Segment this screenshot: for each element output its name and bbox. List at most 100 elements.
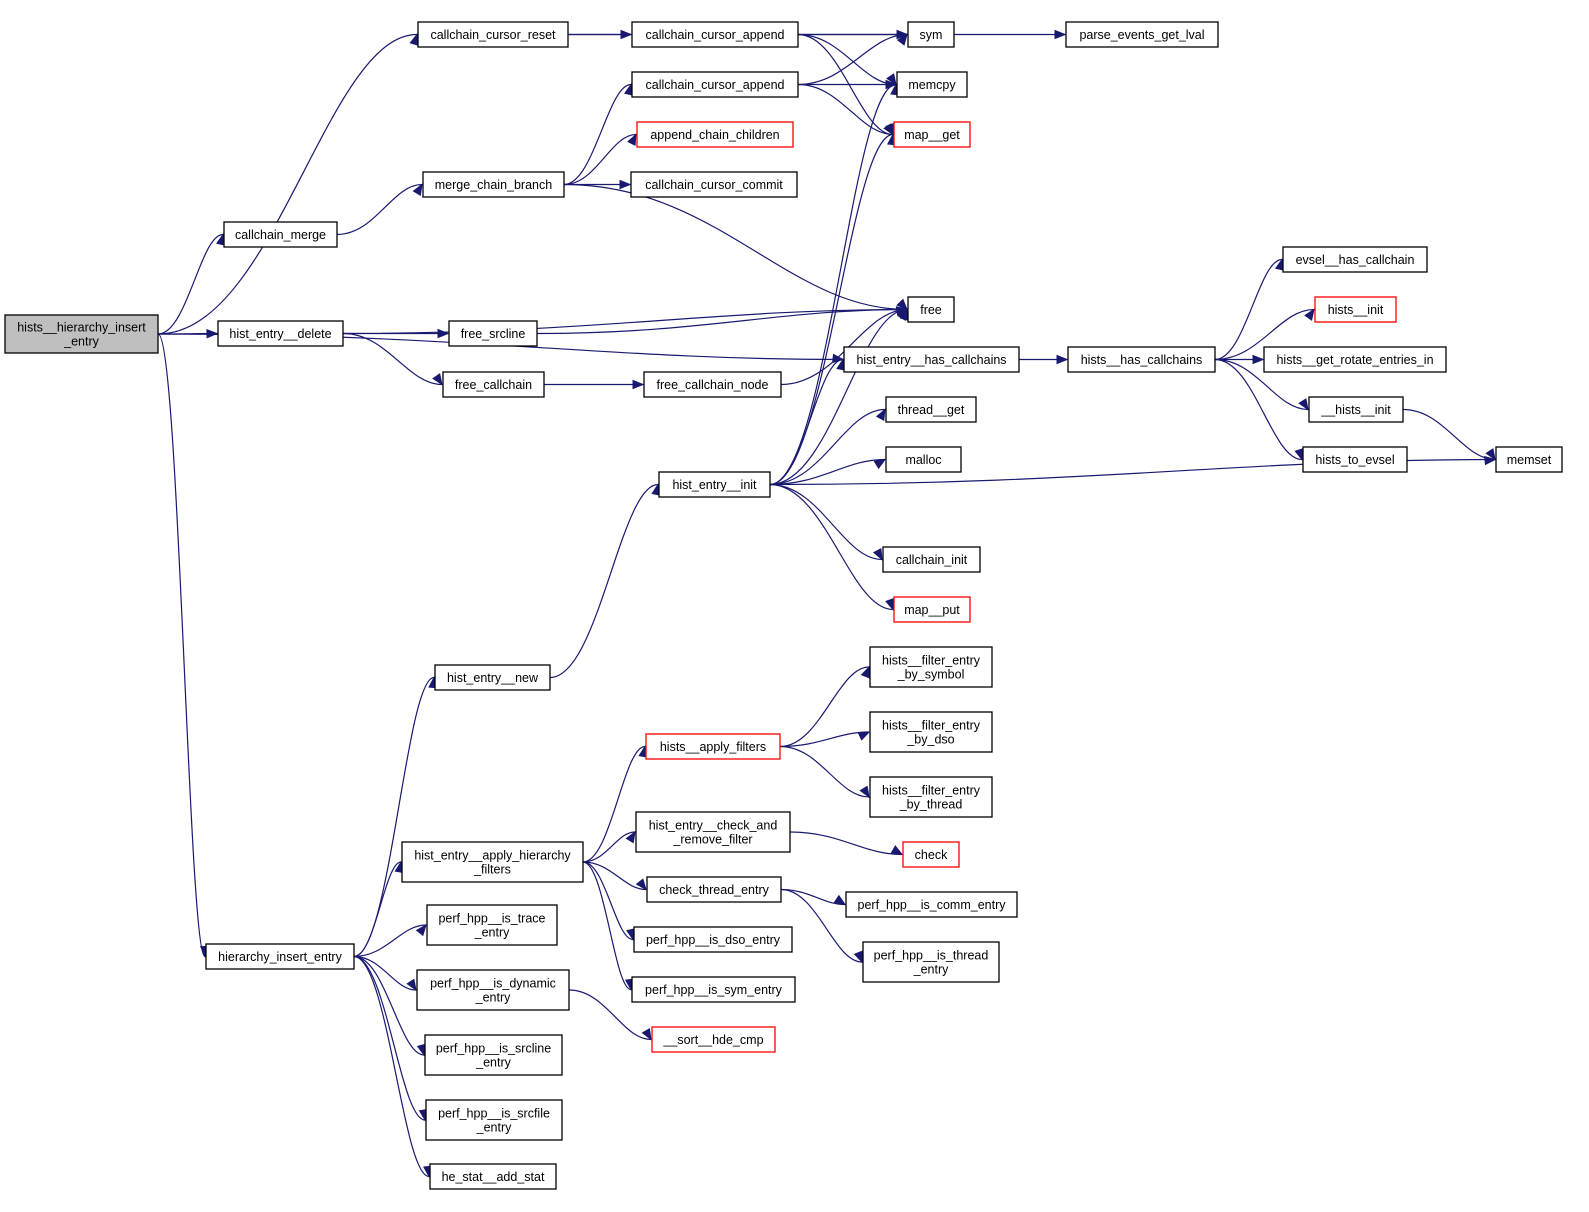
node-label: hists__get_rotate_entries_in <box>1276 353 1433 367</box>
edge-hhascc-to-histsinit <box>1214 308 1315 361</box>
node-issym[interactable]: perf_hpp__is_sym_entry <box>631 976 796 1003</box>
node-rotate[interactable]: hists__get_rotate_entries_in <box>1263 346 1447 373</box>
node-sorthde[interactable]: __sort__hde_cmp <box>651 1026 776 1053</box>
node-evselhascc[interactable]: evsel__has_callchain <box>1282 246 1428 273</box>
node-tovsel[interactable]: hists_to_evsel <box>1302 446 1408 473</box>
node-box <box>631 21 799 48</box>
node-box <box>646 876 782 903</box>
edge-hierinsert-to-isdynamic <box>353 955 417 992</box>
node-label: free_callchain <box>455 378 532 392</box>
node-label: map__put <box>904 603 960 617</box>
node-freenode[interactable]: free_callchain_node <box>643 371 782 398</box>
node-box <box>223 221 338 248</box>
node-label: hist_entry__check_and <box>649 819 778 833</box>
node-applyhier[interactable]: hist_entry__apply_hierarchy_filters <box>401 841 584 883</box>
node-check[interactable]: check <box>902 841 960 868</box>
node-isdso[interactable]: perf_hpp__is_dso_entry <box>633 926 793 953</box>
node-memcpy[interactable]: memcpy <box>896 71 968 98</box>
node-free[interactable]: free <box>907 296 955 323</box>
node-hedelete[interactable]: hist_entry__delete <box>217 320 344 347</box>
node-box <box>902 841 960 868</box>
node-ccmerge[interactable]: callchain_merge <box>223 221 338 248</box>
edge-heinit-to-threadget <box>769 408 886 486</box>
node-fthread[interactable]: hists__filter_entry_by_thread <box>869 776 993 818</box>
node-isdynamic[interactable]: perf_hpp__is_dynamic_entry <box>416 969 570 1011</box>
node-mapput[interactable]: map__put <box>893 596 971 623</box>
node-cccommit[interactable]: callchain_cursor_commit <box>630 171 798 198</box>
arrowhead-icon <box>409 33 419 46</box>
arrowhead-icon <box>1304 308 1315 321</box>
node-addstat[interactable]: he_stat__add_stat <box>429 1163 557 1190</box>
node-label: _entry <box>63 335 99 349</box>
node-issrcline[interactable]: perf_hpp__is_srcline_entry <box>424 1034 563 1076</box>
node-istrace[interactable]: perf_hpp__is_trace_entry <box>426 904 558 946</box>
arrowhead-icon <box>627 133 637 147</box>
node-hierinsert[interactable]: hierarchy_insert_entry <box>205 943 355 970</box>
node-checkremove[interactable]: hist_entry__check_and_remove_filter <box>635 811 791 853</box>
node-sym[interactable]: sym <box>907 21 955 48</box>
node-parse[interactable]: parse_events_get_lval <box>1065 21 1219 48</box>
node-iscomm[interactable]: perf_hpp__is_comm_entry <box>845 891 1018 918</box>
node-freesrcline[interactable]: free_srcline <box>448 320 538 347</box>
node-label: perf_hpp__is_sym_entry <box>645 983 783 997</box>
node-box <box>896 71 968 98</box>
node-label: hists__filter_entry <box>882 654 981 668</box>
arrowhead-icon <box>415 923 427 937</box>
node-label: perf_hpp__is_dynamic <box>430 977 556 991</box>
node-label: hist_entry__new <box>447 671 539 685</box>
node-histsinit[interactable]: hists__init <box>1314 296 1397 323</box>
arrowhead-icon <box>883 123 894 136</box>
node-mergebranch[interactable]: merge_chain_branch <box>422 171 565 198</box>
node-ccinit[interactable]: callchain_init <box>882 546 981 573</box>
node-isthread[interactable]: perf_hpp__is_thread_entry <box>862 941 1000 983</box>
node-ccreset[interactable]: callchain_cursor_reset <box>417 21 569 48</box>
node-label: perf_hpp__is_srcfile <box>438 1107 550 1121</box>
edge-mergebranch-to-free <box>563 183 908 311</box>
node-box <box>862 941 1000 983</box>
node-box <box>217 320 344 347</box>
node-box <box>658 471 771 498</box>
node-box <box>1314 296 1397 323</box>
node-box <box>416 969 570 1011</box>
node-label: callchain_cursor_reset <box>430 28 556 42</box>
node-appendchildren[interactable]: append_chain_children <box>636 121 794 148</box>
node-fdso[interactable]: hists__filter_entry_by_dso <box>869 711 993 753</box>
arrowhead-icon <box>886 73 897 86</box>
node-checkthread[interactable]: check_thread_entry <box>646 876 782 903</box>
edge-hierinsert-to-issrcline <box>353 955 427 1057</box>
node-label: perf_hpp__is_comm_entry <box>858 898 1007 912</box>
node-uuhistsinit[interactable]: __hists__init <box>1308 396 1404 423</box>
node-hehascc[interactable]: hist_entry__has_callchains <box>843 346 1020 373</box>
node-threadget[interactable]: thread__get <box>885 396 977 423</box>
node-box <box>422 171 565 198</box>
node-root[interactable]: hists__hierarchy_insert_entry <box>4 314 159 354</box>
node-fsym[interactable]: hists__filter_entry_by_symbol <box>869 646 993 688</box>
node-ccappend2[interactable]: callchain_cursor_append <box>631 71 799 98</box>
edge-ccappend2-to-mapget <box>797 83 894 136</box>
node-label: callchain_cursor_commit <box>645 178 783 192</box>
node-box <box>425 1099 563 1141</box>
edge-hedelete-to-free <box>342 306 909 335</box>
node-label: __hists__init <box>1320 403 1391 417</box>
arrowhead-icon <box>625 830 636 844</box>
node-heinit[interactable]: hist_entry__init <box>658 471 771 498</box>
node-box <box>636 121 794 148</box>
node-hhascc[interactable]: hists__has_callchains <box>1067 346 1216 373</box>
node-ccappend1[interactable]: callchain_cursor_append <box>631 21 799 48</box>
node-malloc[interactable]: malloc <box>885 446 962 473</box>
node-freecallchain[interactable]: free_callchain <box>442 371 545 398</box>
node-label: _entry <box>913 963 949 977</box>
node-memset[interactable]: memset <box>1495 446 1563 473</box>
node-label: memcpy <box>908 78 956 92</box>
node-box <box>1263 346 1447 373</box>
node-henew[interactable]: hist_entry__new <box>434 664 551 691</box>
node-mapget[interactable]: map__get <box>893 121 971 148</box>
node-issrcfile[interactable]: perf_hpp__is_srcfile_entry <box>425 1099 563 1141</box>
edge-applyfilters-to-fdso <box>779 731 871 748</box>
arrowhead-icon <box>896 33 908 46</box>
edge-sym-to-parse <box>954 29 1067 40</box>
node-box <box>1495 446 1563 473</box>
node-label: callchain_init <box>896 553 968 567</box>
node-applyfilters[interactable]: hists__apply_filters <box>645 733 781 760</box>
node-label: hists__filter_entry <box>882 719 981 733</box>
